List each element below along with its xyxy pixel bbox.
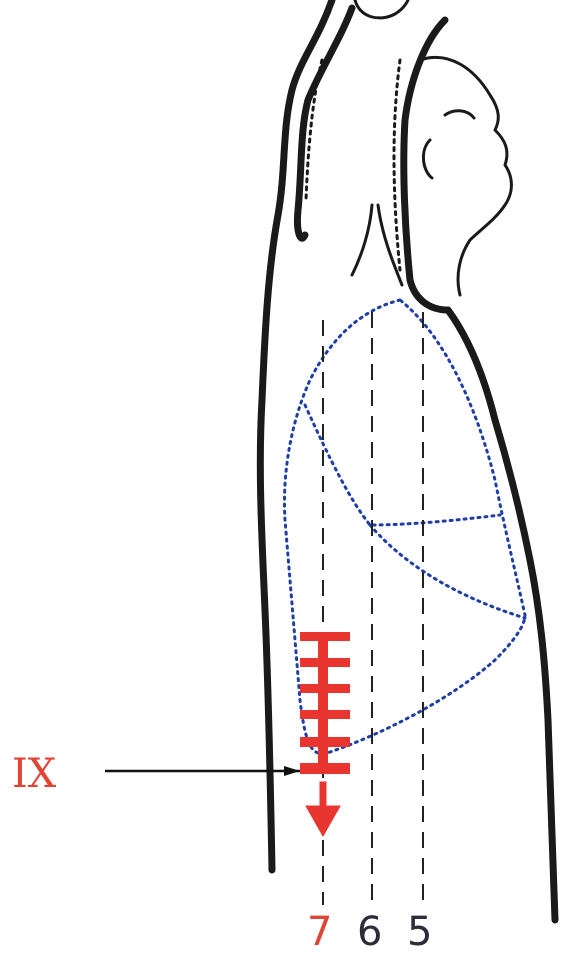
lung-fissure-upper [305,405,500,525]
down-arrow-icon [306,782,340,836]
line-label-7: 7 [307,909,332,955]
line-label-5: 5 [407,909,432,955]
ear-detail [423,140,432,178]
arm-outline [297,8,352,238]
face-profile [420,57,511,295]
chest-outline [448,310,555,920]
neck-shading [394,60,400,270]
axilla-fold [352,205,402,285]
lung-fissure-lower [370,525,525,618]
rib-pointer-tip [284,766,300,776]
rib-label-ix: IX [12,751,57,797]
rib-marker-spine [318,632,328,774]
hand-outline [355,0,408,18]
head-outline [404,20,448,310]
eye-detail [445,111,474,118]
red-rib-markers [300,632,350,774]
line-label-6: 6 [357,909,382,955]
